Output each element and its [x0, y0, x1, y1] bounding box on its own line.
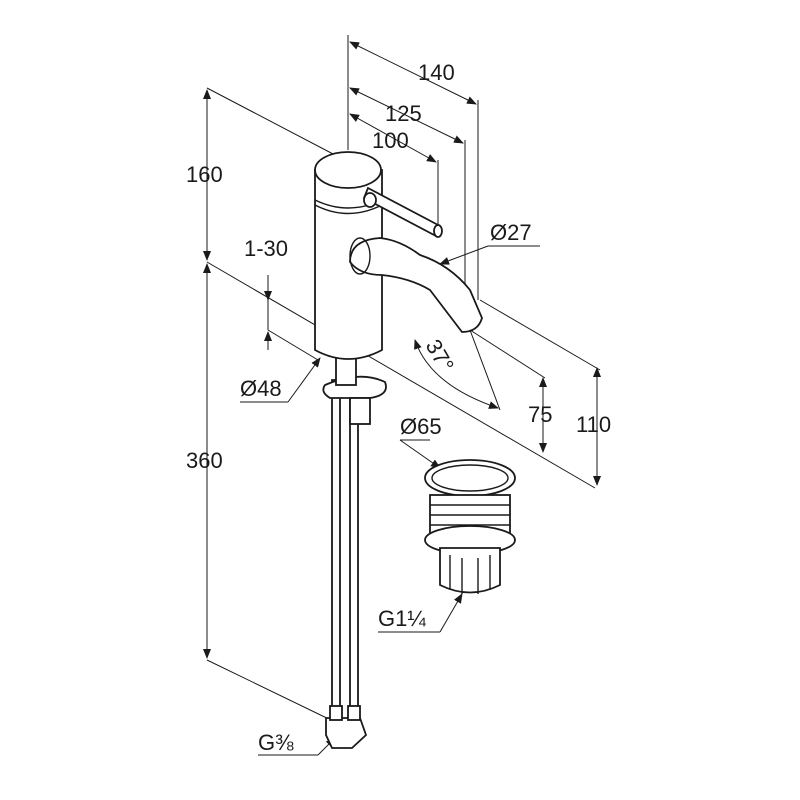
drain-thread-label: G1¼ [378, 606, 426, 631]
dimension-27: Ø27 [439, 220, 540, 265]
dimension-48: Ø48 [240, 357, 321, 403]
dimension-g3-8: G⅜ [258, 730, 336, 756]
dim-1-30-label: 1-30 [244, 236, 288, 261]
dim-160-label: 160 [186, 162, 223, 187]
dim-360-label: 360 [186, 448, 223, 473]
dimension-g1-1-4: G1¼ [378, 593, 463, 633]
dimension-75: 75 [528, 377, 552, 453]
dimension-1-30: 1-30 [244, 236, 288, 350]
dim-75-label: 75 [528, 402, 552, 427]
dim-48-label: Ø48 [240, 376, 282, 401]
dim-27-label: Ø27 [490, 220, 532, 245]
pop-up-drain [424, 459, 516, 594]
dimension-110: 110 [576, 367, 611, 486]
dimension-140: 140 [349, 41, 477, 105]
supply-hoses [325, 379, 368, 749]
dim-65-label: Ø65 [400, 414, 442, 439]
dim-125-label: 125 [385, 101, 422, 126]
dimension-65: Ø65 [399, 414, 442, 469]
dimension-160: 160 [186, 89, 223, 261]
dim-100-label: 100 [372, 128, 409, 153]
hose-thread-label: G⅜ [258, 730, 294, 755]
dim-37-label: 37° [421, 335, 459, 376]
dimension-100: 100 [349, 113, 437, 163]
dimension-37-angle: 37° [414, 329, 501, 411]
dim-140-label: 140 [418, 60, 455, 85]
dimension-360: 360 [186, 263, 223, 659]
faucet-body [314, 151, 483, 360]
mounting-fixture [322, 354, 387, 425]
dim-110-label: 110 [576, 412, 611, 437]
